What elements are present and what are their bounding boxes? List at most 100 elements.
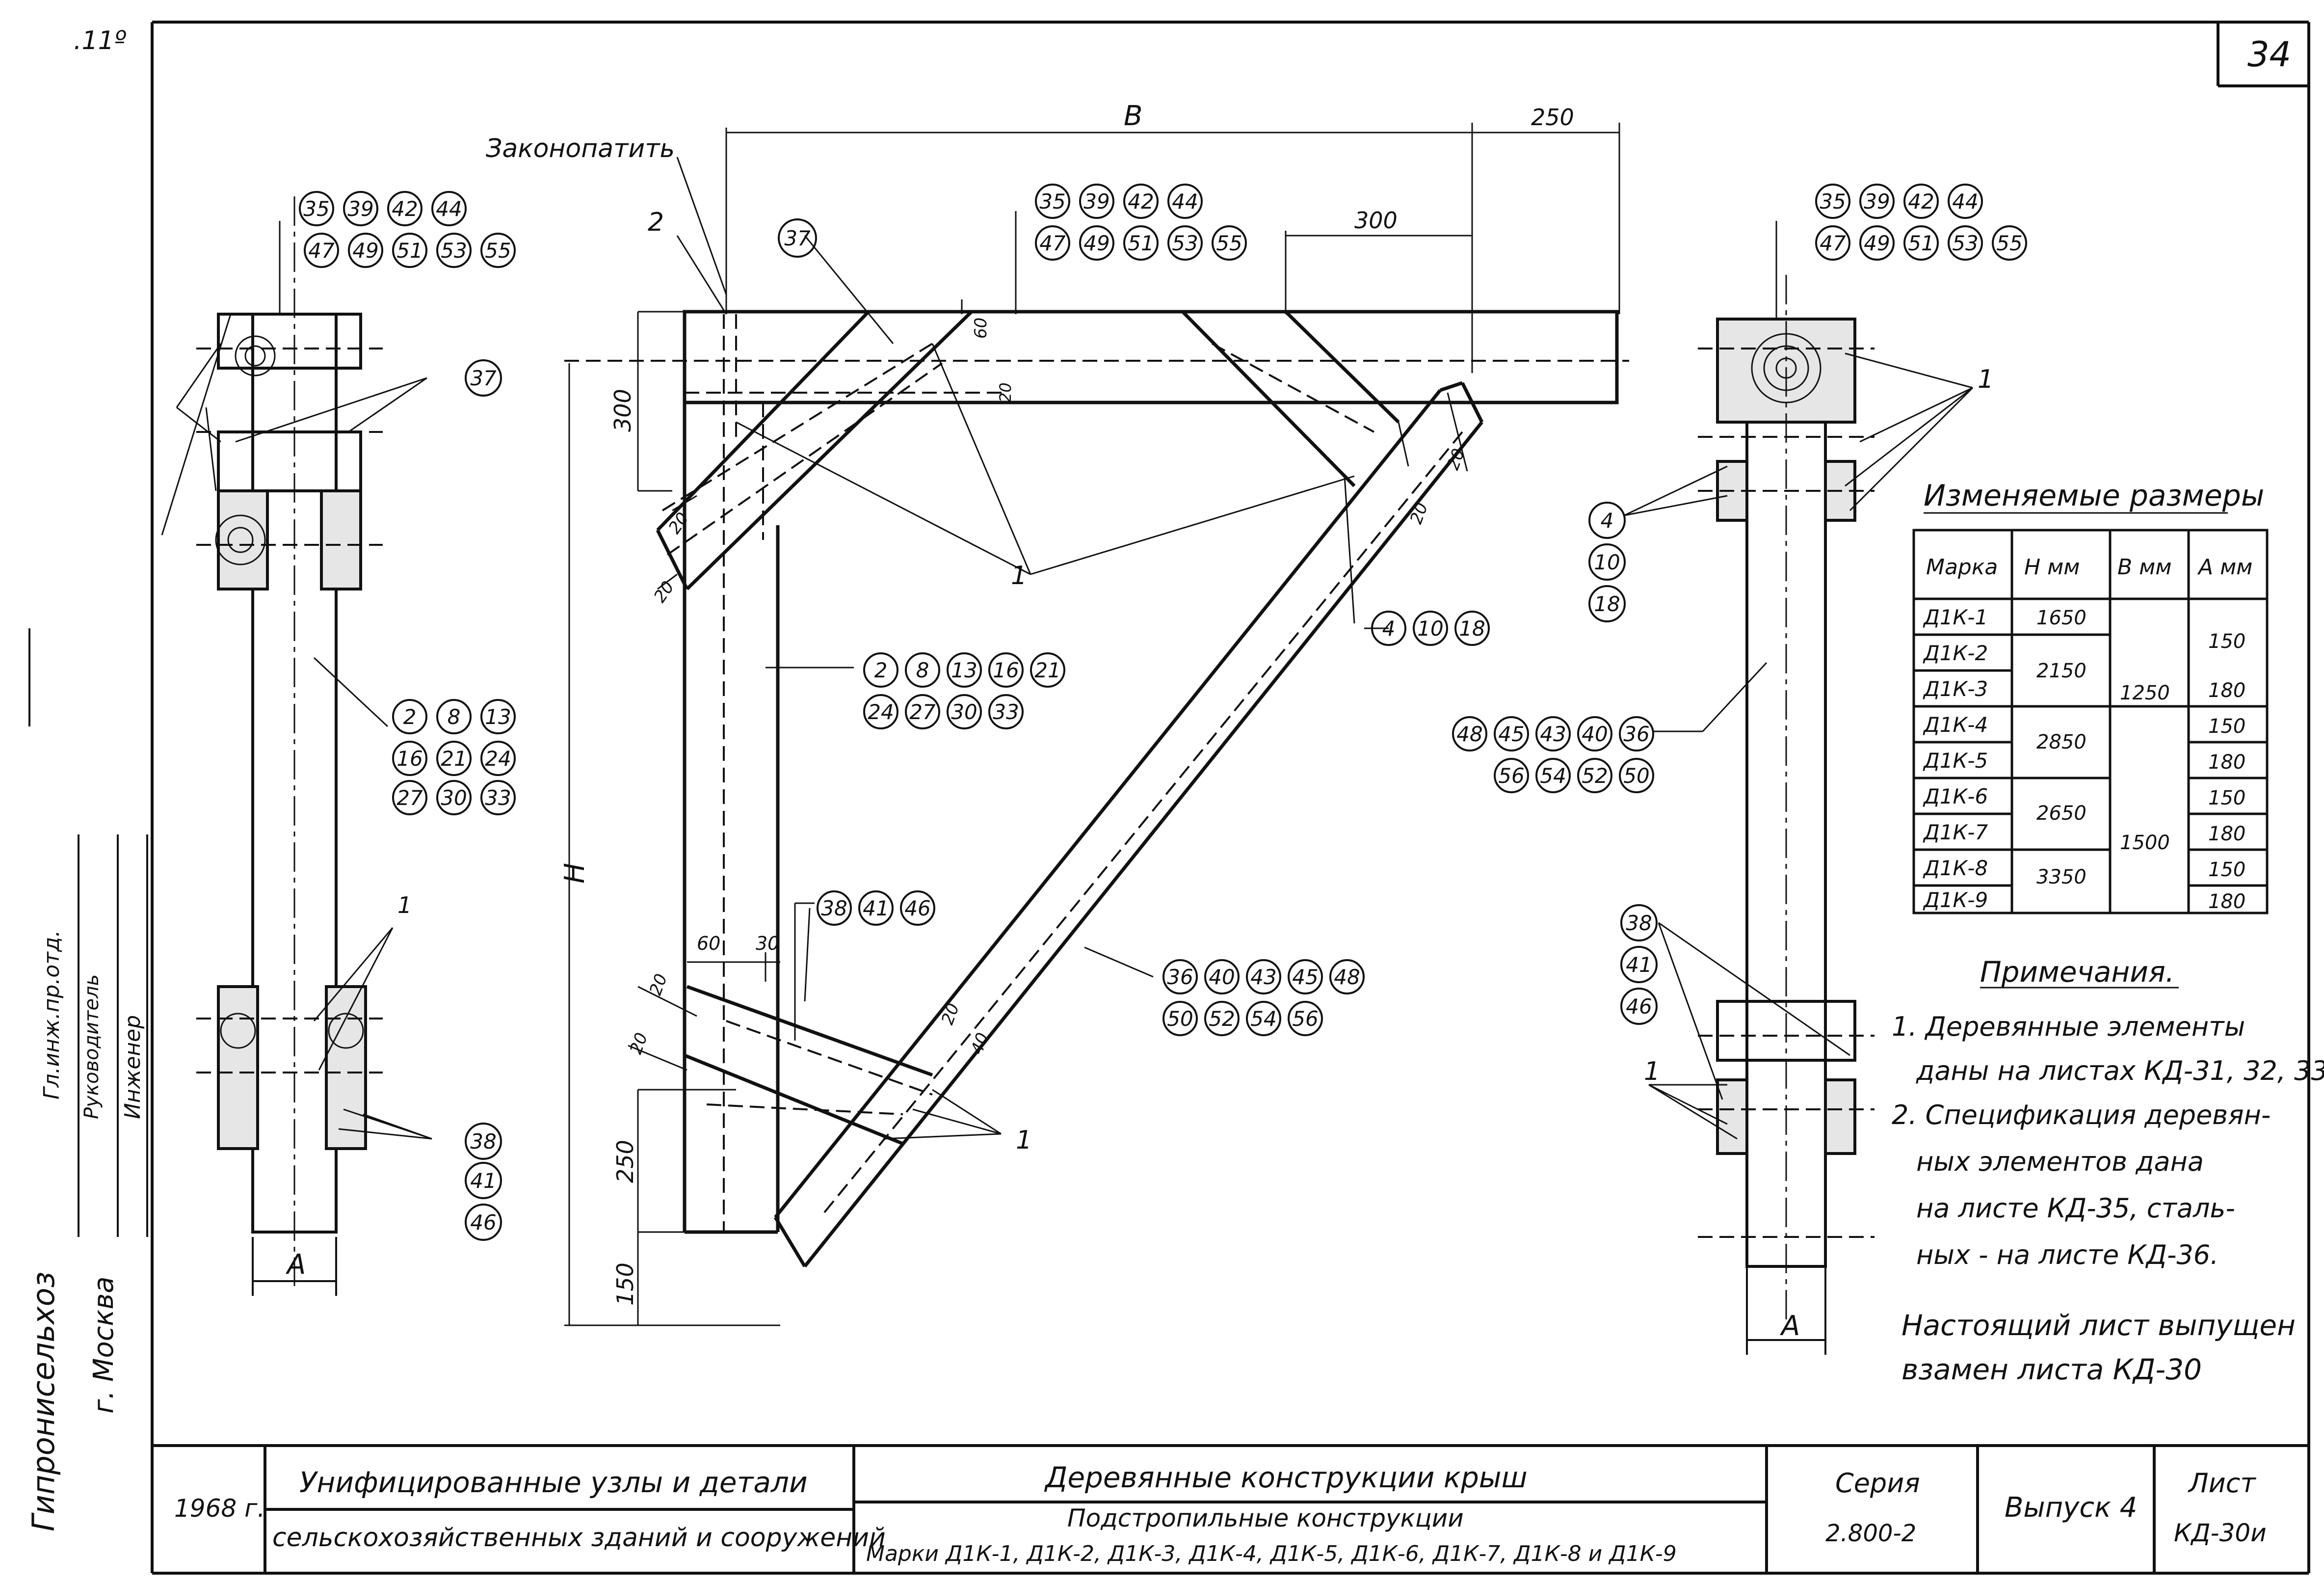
- dim-300-left: 300: [609, 389, 636, 432]
- center-label-1-bottom: 1: [1016, 1126, 1032, 1155]
- callout-num: 30: [951, 700, 977, 724]
- callout-num: 2: [403, 705, 417, 729]
- dim-h: H: [559, 863, 591, 884]
- callout-num: 42: [1128, 189, 1154, 214]
- callout-num: 45: [1292, 965, 1318, 989]
- cell-a: 150: [2208, 787, 2245, 809]
- notes-title: Примечания.: [1980, 955, 2174, 989]
- callout-num: 53: [441, 239, 467, 263]
- left-label-1: 1: [397, 892, 412, 918]
- center-label-2: 2: [648, 208, 664, 237]
- issue-label: Выпуск 4: [2005, 1492, 2137, 1524]
- cell-a: 150: [2208, 859, 2245, 881]
- row-mark: Д1К-3: [1923, 677, 1988, 701]
- th-h: H мм: [2024, 555, 2080, 580]
- row-mark: Д1К-6: [1923, 784, 1988, 808]
- note-line: даны на листах КД-31, 32, 33.: [1916, 1055, 2324, 1086]
- dim-20-f: 20: [646, 971, 671, 998]
- row-mark: Д1К-4: [1923, 713, 1988, 737]
- row-mark: Д1К-8: [1923, 856, 1988, 880]
- series-label: Серия: [1835, 1468, 1920, 1499]
- sheet-frame: [151, 21, 2310, 1575]
- callout-num: 21: [1034, 658, 1060, 682]
- callout-num: 8: [916, 658, 929, 682]
- dim-300-top: 300: [1354, 207, 1398, 234]
- right-callout-mid: 48 45 43 40 36 56 54 52 50: [1452, 716, 1654, 793]
- dim-20-a: 20: [996, 382, 1015, 402]
- center-label-1-top: 1: [1011, 561, 1027, 590]
- callout-num: 10: [1417, 617, 1443, 641]
- callout-num: 56: [1498, 764, 1524, 788]
- callout-num: 8: [448, 705, 461, 729]
- left-dim-a: A: [286, 1249, 306, 1281]
- callout-num: 40: [1209, 965, 1235, 989]
- right-label-1-bottom: 1: [1644, 1057, 1660, 1086]
- sheet-value: КД-30и: [2174, 1519, 2267, 1547]
- sheet-label: Лист: [2188, 1468, 2256, 1499]
- callout-num: 52: [1209, 1007, 1235, 1031]
- right-callout-left: 4 10 18: [1588, 502, 1626, 622]
- callout-num: 54: [1250, 1007, 1276, 1031]
- callout-num: 41: [1626, 953, 1652, 977]
- right-dim-a: A: [1780, 1310, 1800, 1342]
- cell-b: 1250: [2120, 682, 2170, 704]
- note-line: 2. Спецификация деревян-: [1892, 1100, 2271, 1130]
- callout-num: 13: [485, 705, 511, 729]
- callout-num: 36: [1623, 722, 1649, 746]
- title-line1: Деревянные конструкции крыш: [1044, 1461, 1528, 1494]
- center-callout-top: 35 39 42 44 47 49 51 53 55: [1035, 184, 1247, 261]
- cell-h: 2150: [2036, 660, 2086, 682]
- callout-num: 47: [308, 239, 335, 263]
- callout-num: 24: [868, 700, 894, 724]
- stamp-row3: Инженер: [120, 1015, 145, 1119]
- stamp-org: Гипронисельхоз: [26, 1272, 61, 1531]
- dim-60-low: 60: [697, 933, 720, 954]
- note-caulk: Законопатить: [486, 134, 675, 163]
- callout-num: 41: [470, 1169, 496, 1193]
- project-line2: сельскохозяйственных зданий и сооружений: [272, 1523, 886, 1553]
- center-callout-brace: 36 40 43 45 48 50 52 54 56: [1162, 959, 1365, 1036]
- cell-a: 150: [2208, 715, 2245, 738]
- callout-num: 33: [485, 786, 511, 810]
- project-line1: Унифицированные узлы и детали: [299, 1466, 808, 1499]
- page-number: 34: [2247, 34, 2291, 75]
- callout-num: 53: [1172, 231, 1198, 255]
- callout-num: 44: [1172, 189, 1198, 214]
- right-callout-top: 35 39 42 44 47 49 51 53 55: [1815, 184, 2027, 261]
- callout-num: 54: [1540, 764, 1566, 788]
- th-mark: Марка: [1926, 555, 1998, 580]
- callout-num: 42: [1908, 189, 1934, 214]
- callout-num: 48: [1456, 722, 1482, 746]
- title-block: 1968 г. Унифицированные узлы и детали се…: [152, 1444, 2309, 1573]
- callout-num: 41: [863, 896, 889, 920]
- callout-num: 39: [1083, 189, 1109, 214]
- callout-num: 13: [951, 658, 977, 682]
- corner-mark: .11º: [74, 26, 127, 55]
- callout-num: 4: [1601, 509, 1614, 533]
- callout-num: 46: [1626, 994, 1652, 1019]
- left-callout-mid: 2 8 13 16 21 24 27 30 33: [392, 699, 516, 815]
- cell-a: 180: [2208, 823, 2245, 845]
- handwritten-note: Настоящий лист выпущен: [1901, 1309, 2296, 1342]
- callout-num: 50: [1623, 764, 1649, 788]
- callout-num: 48: [1334, 965, 1360, 989]
- dim-20-g: 20: [626, 1030, 652, 1057]
- title-line2: Подстропильные конструкции: [1067, 1504, 1464, 1532]
- th-b: B мм: [2117, 555, 2172, 580]
- callout-num: 16: [396, 747, 423, 771]
- dim-20-h: 20: [938, 1001, 963, 1027]
- title-year: 1968 г.: [174, 1494, 265, 1523]
- callout-num: 49: [1864, 231, 1890, 255]
- callout-num: 44: [1952, 189, 1978, 214]
- callout-num: 4: [1382, 617, 1396, 641]
- callout-num: 46: [904, 896, 930, 920]
- callout-num: 47: [1039, 231, 1066, 255]
- callout-num: 43: [1250, 965, 1276, 989]
- dim-250-top: 250: [1531, 104, 1574, 131]
- callout-num: 35: [1820, 189, 1846, 214]
- center-view: Законопатить 2 37 35 39 42 44 47 49 51 5…: [486, 100, 1629, 1326]
- center-callout-38: 38 41 46: [817, 890, 935, 926]
- left-callout-top: 35 39 42 44 47 49 51 53 55: [299, 191, 516, 268]
- callout-num: 18: [1459, 617, 1485, 641]
